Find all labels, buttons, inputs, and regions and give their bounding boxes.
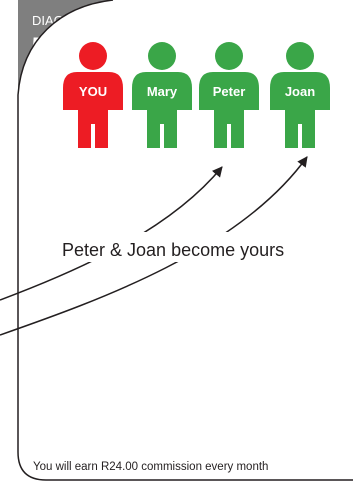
diagram-number: 5 xyxy=(32,33,44,58)
person-figure-peter: Peter xyxy=(199,42,259,148)
person-head xyxy=(148,42,176,70)
arrow-to-joan xyxy=(0,156,308,336)
caption-text: Peter & Joan become yours xyxy=(62,240,284,260)
person-name-label: Mary xyxy=(147,84,178,99)
person-figure-joan: Joan xyxy=(270,42,330,148)
person-body xyxy=(132,72,192,148)
person-body xyxy=(270,72,330,148)
person-body xyxy=(199,72,259,148)
person-name-label: YOU xyxy=(79,84,107,99)
person-name-label: Joan xyxy=(285,84,315,99)
diagram-label: DIAGRAM xyxy=(32,13,93,28)
person-head xyxy=(286,42,314,70)
card-border xyxy=(17,0,353,481)
people-row: YOU Mary Peter Joan xyxy=(63,42,330,148)
person-figure-you: YOU xyxy=(63,42,123,148)
person-head xyxy=(79,42,107,70)
diagram-badge xyxy=(18,0,113,95)
person-figure-mary: Mary xyxy=(132,42,192,148)
footer-text: You will earn R24.00 commission every mo… xyxy=(33,461,268,473)
caption-backing xyxy=(58,232,326,262)
person-head xyxy=(215,42,243,70)
person-name-label: Peter xyxy=(213,84,246,99)
person-body xyxy=(63,72,123,148)
